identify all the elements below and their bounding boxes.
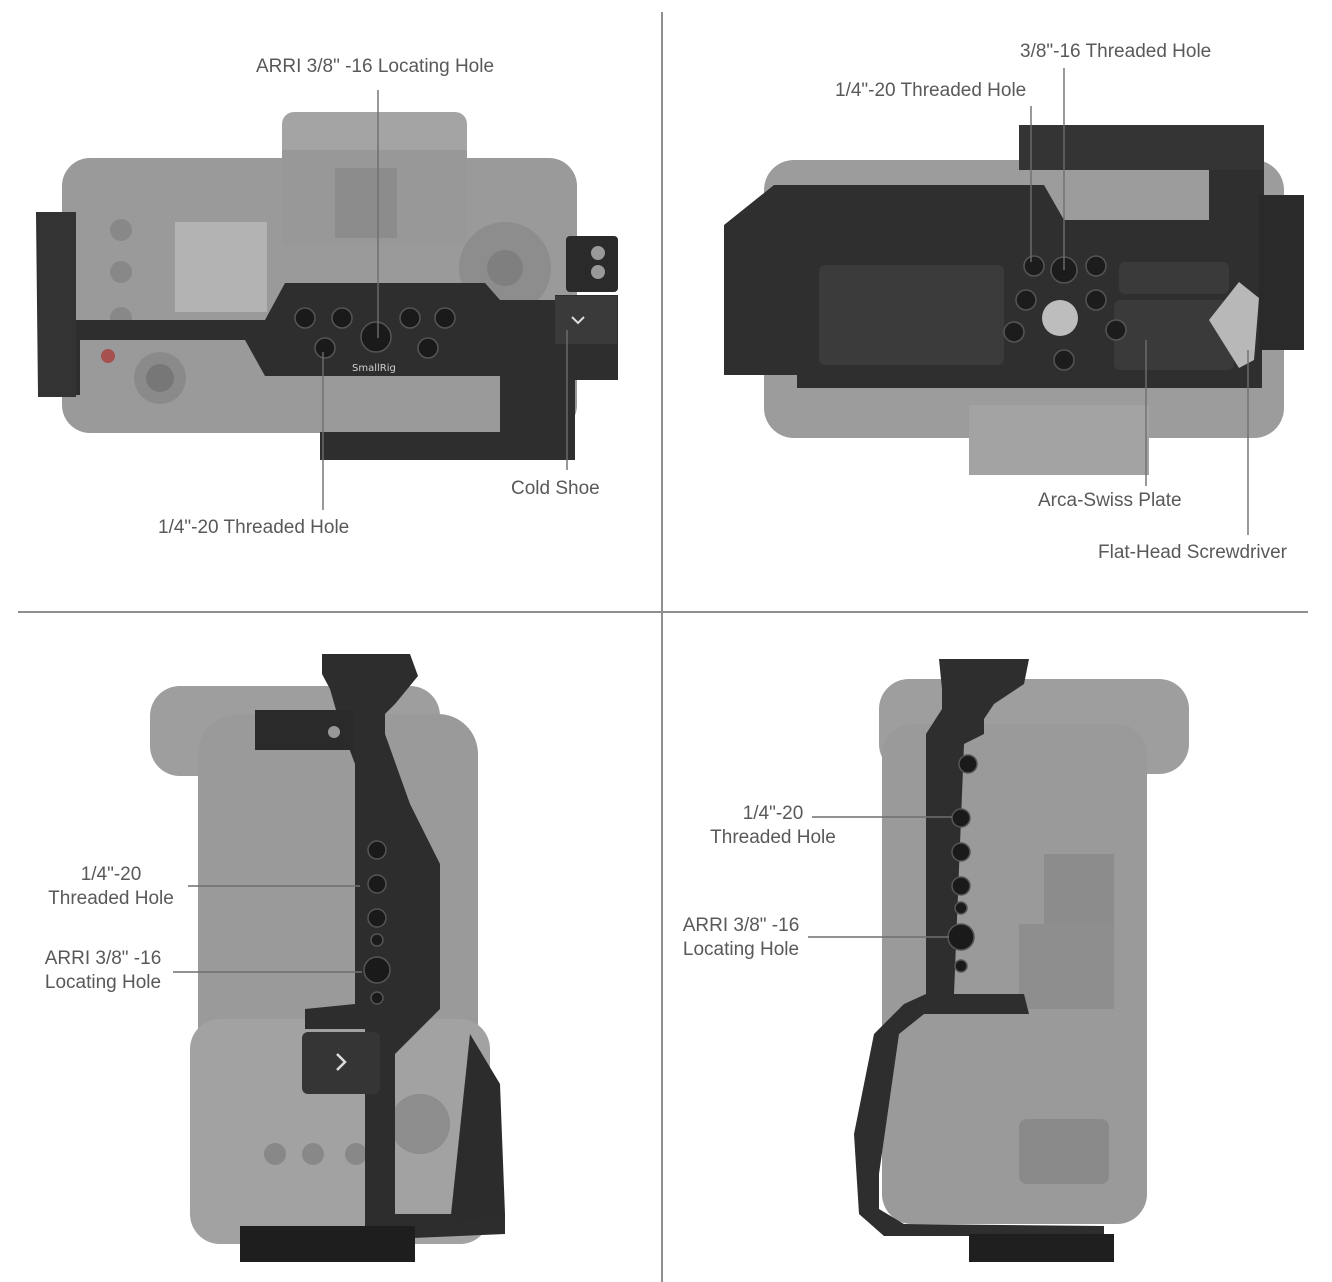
label-arri-locating-hole: ARRI 3/8" -16 Locating Hole: [256, 56, 495, 77]
label-arri-line1: ARRI 3/8" -16: [44, 948, 162, 969]
label-arri-line2: Locating Hole: [44, 972, 162, 993]
vertical-divider: [661, 12, 663, 1282]
label-arri-line1: ARRI 3/8" -16: [682, 915, 800, 936]
label-threaded-hole-line2: Threaded Hole: [48, 888, 174, 909]
label-threaded-hole-line1: 1/4"-20: [80, 864, 142, 885]
label-threaded-hole: 1/4"-20 Threaded Hole: [158, 517, 350, 538]
label-threaded-hole-line2: Threaded Hole: [710, 827, 836, 848]
label-threaded-hole-left: 1/4"-20 Threaded Hole: [40, 863, 182, 911]
label-arri-left: ARRI 3/8" -16 Locating Hole: [30, 947, 176, 995]
left-side-illustration: [150, 654, 505, 1262]
label-threaded-hole-right: 1/4"-20 Threaded Hole: [700, 802, 846, 850]
panel-left-side-view: 1/4"-20 Threaded Hole ARRI 3/8" -16 Loca…: [0, 614, 660, 1282]
panel-top-view: SmallRig ARRI 3/8" -16 Locating Hole 1/4…: [0, 0, 660, 610]
horizontal-divider: [18, 611, 1308, 613]
label-arca-swiss-plate: Arca-Swiss Plate: [1038, 490, 1182, 511]
label-arri-right: ARRI 3/8" -16 Locating Hole: [668, 914, 814, 962]
panel-right-side-view: 1/4"-20 Threaded Hole ARRI 3/8" -16 Loca…: [664, 614, 1332, 1282]
label-threaded-hole-14: 1/4"-20 Threaded Hole: [835, 80, 1027, 101]
label-cold-shoe: Cold Shoe: [511, 478, 600, 499]
label-flat-head-screwdriver: Flat-Head Screwdriver: [1098, 542, 1287, 563]
panel-bottom-view: 3/8"-16 Threaded Hole 1/4"-20 Threaded H…: [664, 0, 1332, 610]
bottom-view-illustration: [724, 68, 1304, 535]
label-arri-line2: Locating Hole: [682, 939, 800, 960]
right-side-illustration: [808, 659, 1189, 1262]
top-view-illustration: SmallRig: [36, 90, 618, 510]
label-threaded-hole-line1: 1/4"-20: [742, 803, 804, 824]
brand-engraving: SmallRig: [352, 363, 396, 374]
label-threaded-hole-38: 3/8"-16 Threaded Hole: [1020, 41, 1212, 62]
